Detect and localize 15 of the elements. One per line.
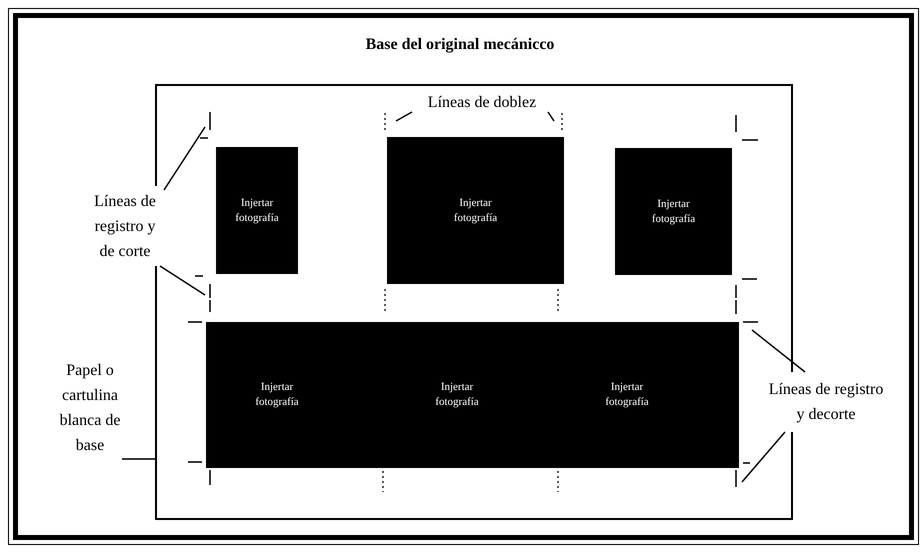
placeholder-label: Injertar fotografía xyxy=(604,380,650,410)
photo-placeholder-field: Injertar fotografía xyxy=(615,148,732,275)
photo-placeholder-field: Injertar fotografía xyxy=(387,137,564,284)
leader-line xyxy=(396,111,412,122)
leader-line xyxy=(163,126,206,190)
leader-line xyxy=(741,432,786,482)
leader-line xyxy=(160,265,206,296)
placeholder-label: Injertar fotografía xyxy=(434,380,480,410)
leader-line xyxy=(752,329,806,373)
photo-placeholder-field: Injertar fotografía xyxy=(216,147,298,274)
placeholder-label: Injertar fotografía xyxy=(254,380,300,410)
photo-placeholder xyxy=(206,322,739,468)
diagram-title: Base del original mecánicco xyxy=(364,35,556,55)
leader-line xyxy=(547,112,555,122)
leader-line xyxy=(122,458,155,460)
